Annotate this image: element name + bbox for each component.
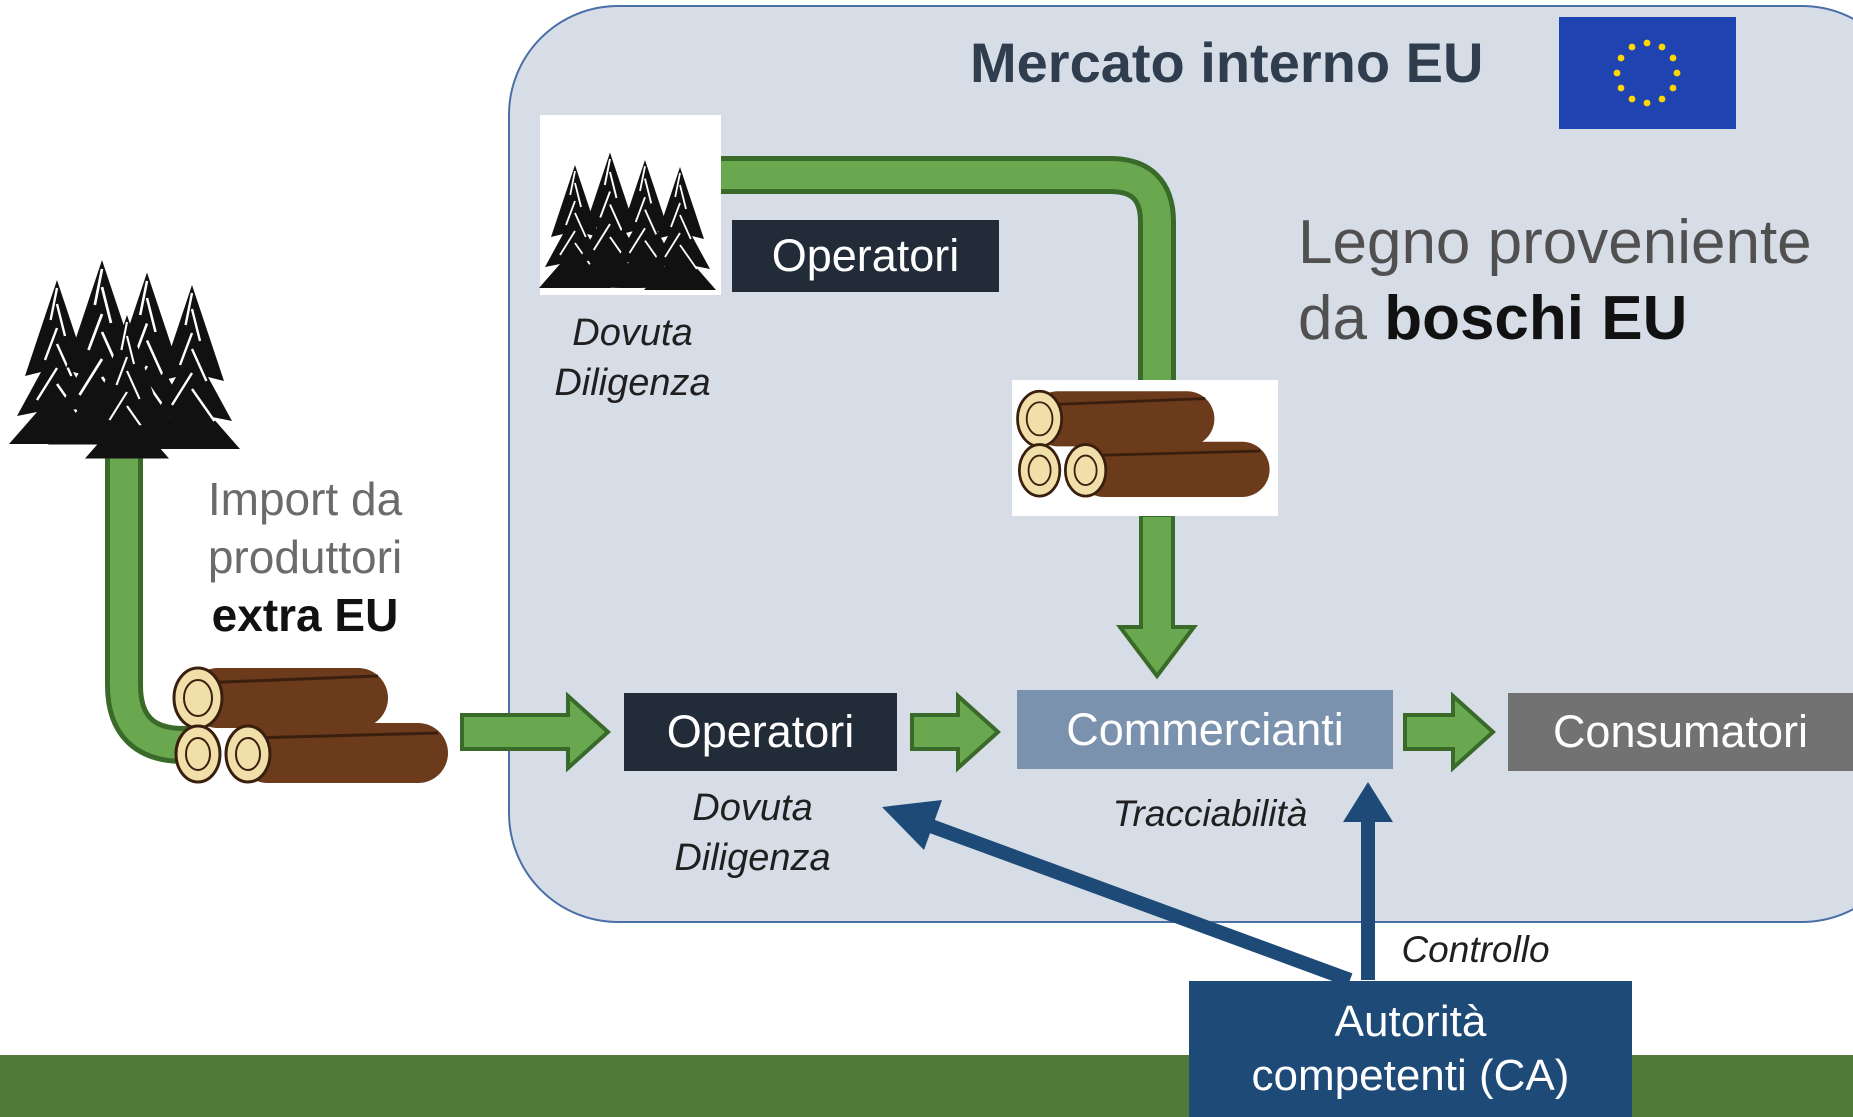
traceability-label: Tracciabilità	[1112, 793, 1308, 834]
competent-authority-box: Autorità competenti (CA)	[1189, 981, 1632, 1117]
logs-icon-eu	[1012, 380, 1278, 516]
import-line3: extra EU	[211, 589, 399, 641]
due-diligence-top-line1: Dovuta	[572, 312, 693, 354]
domestic-wood-line2: da boschi EU	[1298, 281, 1812, 357]
forest-icon-eu	[538, 115, 721, 295]
operatori-eu-node: Operatori	[732, 220, 999, 292]
commercianti-node: Commercianti	[1017, 690, 1393, 769]
operatori-node: Operatori	[624, 693, 897, 771]
authority-line1: Autorità	[1334, 997, 1487, 1046]
due-diligence-line1: Dovuta	[692, 787, 813, 829]
control-label: Controllo	[1401, 929, 1550, 970]
domestic-wood-bold: boschi EU	[1384, 284, 1688, 353]
authority-line2: competenti (CA)	[1251, 1051, 1570, 1100]
control-arrowhead-operatori	[882, 800, 942, 850]
arrow-to-commercianti-vertical	[1115, 513, 1199, 680]
import-line1: Import da	[207, 473, 403, 525]
eu-flag-icon	[1559, 17, 1736, 129]
logs-icon	[172, 666, 450, 785]
domestic-wood-line1: Legno proveniente	[1298, 208, 1812, 277]
due-diligence-top-line2: Diligenza	[554, 362, 711, 404]
forest-icon	[7, 195, 242, 460]
due-diligence-label: Dovuta Diligenza	[660, 783, 845, 883]
domestic-wood-prefix: da	[1298, 284, 1385, 353]
arrow-operatori-to-commercianti	[910, 691, 1001, 773]
import-label: Import da produttori extra EU	[195, 470, 415, 644]
import-line2: produttori	[207, 531, 403, 583]
due-diligence-label-top: Dovuta Diligenza	[540, 308, 725, 408]
due-diligence-line2: Diligenza	[674, 837, 831, 879]
control-arrow-to-operatori	[917, 815, 1353, 987]
arrow-commercianti-to-consumatori	[1403, 691, 1496, 773]
domestic-wood-label: Legno proveniente da boschi EU	[1298, 205, 1812, 357]
market-title: Mercato interno EU	[970, 31, 1484, 94]
control-arrowhead-commercianti	[1343, 782, 1393, 822]
consumatori-node: Consumatori	[1508, 693, 1853, 771]
arrow-import-to-operatori	[460, 691, 611, 773]
